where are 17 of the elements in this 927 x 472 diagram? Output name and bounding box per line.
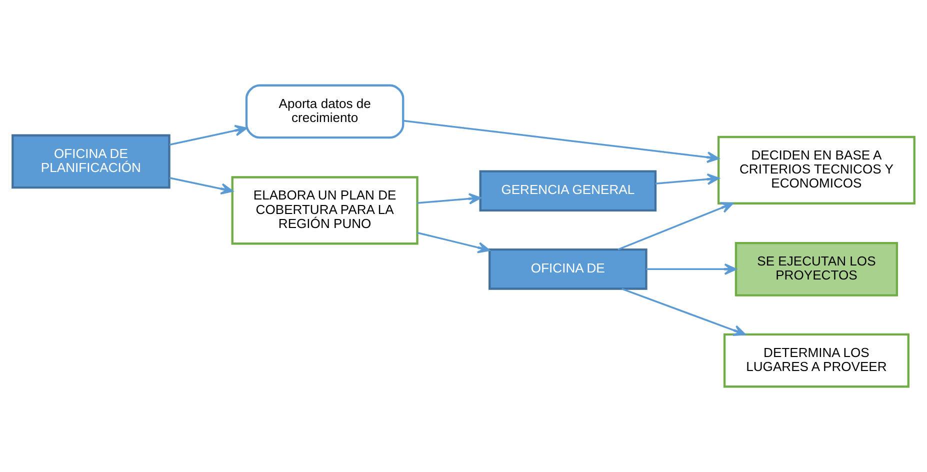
node-box: OFICINA DE xyxy=(488,248,648,290)
arrow xyxy=(169,177,234,195)
arrow xyxy=(655,173,720,185)
node-box: Aporta datos de crecimiento xyxy=(245,84,404,139)
arrow xyxy=(646,263,737,275)
arrow xyxy=(417,232,490,254)
arrow xyxy=(169,124,248,146)
arrow xyxy=(622,288,746,336)
node-box: DETERMINA LOS LUGARES A PROVEER xyxy=(723,333,910,388)
node-box: SE EJECUTAN LOS PROYECTOS xyxy=(734,242,898,296)
node-box: ELABORA UN PLAN DE COBERTURA PARA LA REGIÓN PUNO xyxy=(231,176,418,245)
node-box: OFICINA DE PLANIFICACIÓN xyxy=(12,134,170,189)
arrow xyxy=(417,193,482,205)
node-box: GERENCIA GENERAL xyxy=(479,170,657,212)
arrow xyxy=(618,202,734,250)
arrow xyxy=(403,120,720,163)
node-box: DECIDEN EN BASE A CRITERIOS TECNICOS Y ECONOMICOS xyxy=(717,136,916,204)
